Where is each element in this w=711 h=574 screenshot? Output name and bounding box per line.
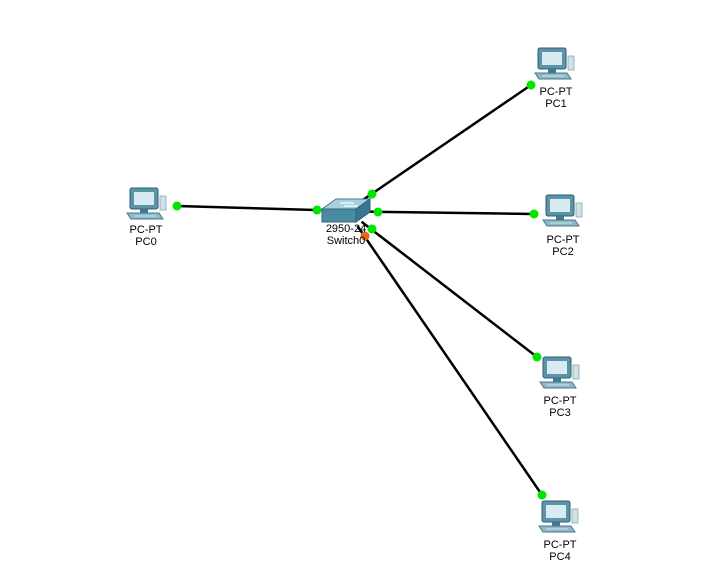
link-pc4-switch0[interactable] [356,225,544,496]
link-light-switch0-pc1 [367,189,377,199]
pc4-model-label: PC-PT [544,539,577,551]
pc-icon[interactable] [538,500,579,533]
switch0-name-label: Switch0 [327,235,366,247]
pc0-device[interactable] [126,187,167,220]
link-pc2-switch0[interactable] [365,210,535,216]
pc2-name-label: PC2 [552,246,573,258]
link-light-pc1 [526,80,536,90]
switch-icon[interactable] [320,198,372,223]
pc0-model-label: PC-PT [130,224,163,236]
pc3-model-label: PC-PT [544,395,577,407]
pc3-name-label: PC3 [549,407,570,419]
link-pc0-switch0[interactable] [176,204,329,212]
pc-icon[interactable] [126,187,167,220]
devices-layer [126,47,583,533]
link-pc1-switch0[interactable] [360,83,532,202]
link-light-pc3 [532,352,542,362]
pc-icon[interactable] [534,47,575,80]
link-light-switch0-pc2 [373,207,383,217]
link-light-pc4 [537,490,547,500]
pc2-model-label: PC-PT [547,234,580,246]
link-light-switch0-pc4 [360,231,370,241]
link-light-switch0-pc0 [312,205,322,215]
link-pc3-switch0[interactable] [360,220,538,358]
pc1-model-label: PC-PT [540,86,573,98]
link-light-pc2 [529,209,539,219]
switch0-model-label: 2950-24 [326,223,366,235]
pc-icon[interactable] [542,194,583,227]
pc3-device[interactable] [539,356,580,389]
pc-icon[interactable] [539,356,580,389]
pc2-device[interactable] [542,194,583,227]
pc0-name-label: PC0 [135,236,156,248]
links-layer [176,83,544,496]
pc1-device[interactable] [534,47,575,80]
pc4-name-label: PC4 [549,551,570,563]
link-light-switch0-pc3 [367,224,377,234]
link-light-pc0 [172,201,182,211]
pc4-device[interactable] [538,500,579,533]
switch0-device[interactable] [320,198,372,223]
labels-layer: PC-PTPC0PC-PTPC1PC-PTPC2PC-PTPC3PC-PTPC4… [130,86,580,563]
pc1-name-label: PC1 [545,98,566,110]
link-lights-layer [172,80,547,500]
